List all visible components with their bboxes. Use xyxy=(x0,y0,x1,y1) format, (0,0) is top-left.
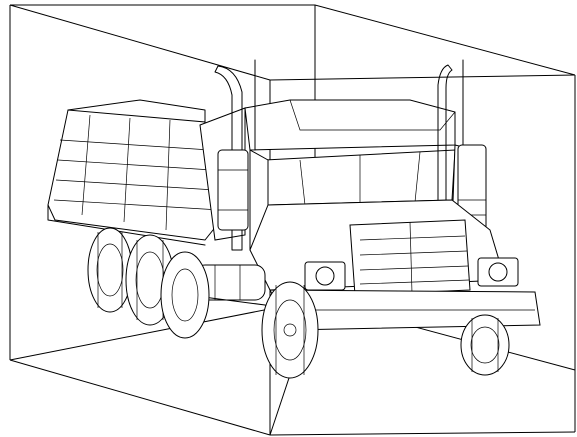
left-headlight-lens xyxy=(315,266,335,286)
bounding-box-front-top-edge xyxy=(269,74,576,81)
bounding-box-left-bottom-edge xyxy=(9,359,271,436)
cab-body xyxy=(199,99,476,251)
exhaust-stacks xyxy=(214,59,464,251)
front-left-wheel xyxy=(261,281,319,379)
right-headlight-lens xyxy=(488,262,508,282)
dump-bed-side-panel xyxy=(47,109,226,241)
bounding-box-left-top-edge xyxy=(9,4,271,81)
dump-bed xyxy=(47,99,226,246)
bounding-box-back-top-edge xyxy=(10,4,576,76)
left-exhaust-stack xyxy=(214,65,243,251)
hood-grille xyxy=(249,199,519,296)
right-exhaust-stack xyxy=(437,64,453,241)
right-headlight xyxy=(477,257,519,287)
left-air-cleaner xyxy=(217,149,249,231)
front-grille xyxy=(349,219,471,296)
cab-roof xyxy=(244,99,456,151)
left-headlight xyxy=(304,261,346,291)
rear-wheel-3 xyxy=(160,251,210,339)
rear-wheel-1 xyxy=(87,227,133,313)
front-right-wheel xyxy=(460,314,510,376)
dump-bed-top-rim xyxy=(67,99,206,123)
bounding-box-front-bottom-edge xyxy=(269,431,576,436)
wheels xyxy=(87,227,510,379)
